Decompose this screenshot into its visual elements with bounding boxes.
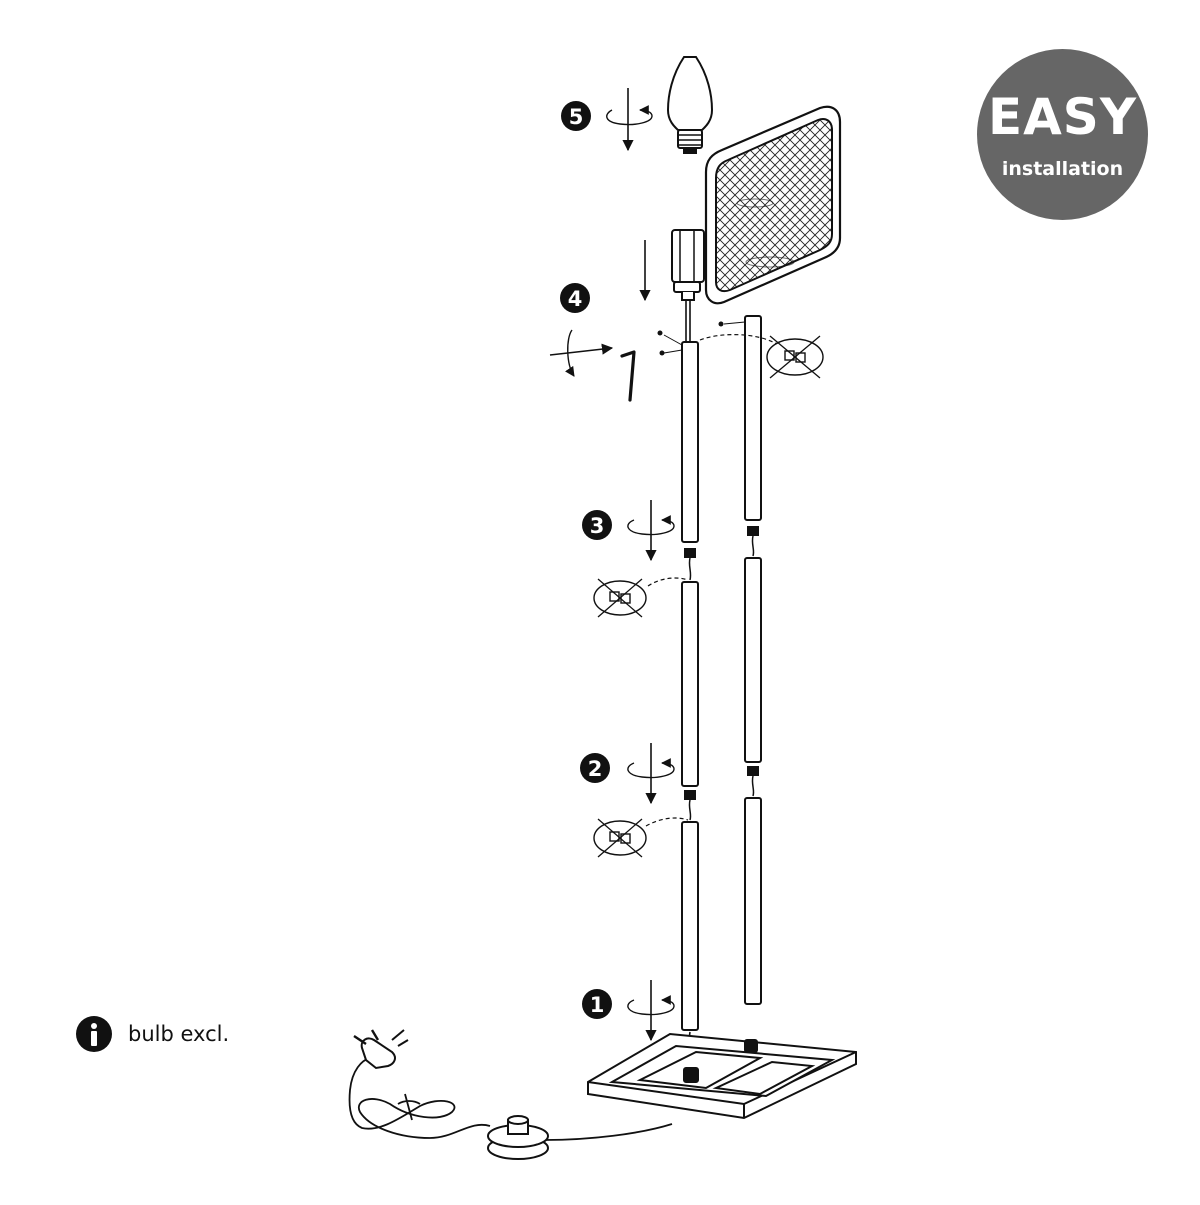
no-cable-tie-icon — [766, 335, 824, 379]
step-1-marker: 1 — [582, 980, 675, 1042]
lamp-socket — [671, 229, 705, 342]
mesh-shade — [704, 105, 842, 305]
svg-text:3: 3 — [590, 514, 605, 538]
right-pole — [744, 315, 762, 1005]
info-icon — [76, 1016, 112, 1052]
euro-plug — [353, 1029, 409, 1070]
badge-title: EASY — [987, 88, 1138, 146]
bulb-note-text: bulb excl. — [128, 1022, 230, 1046]
lamp-base — [587, 1032, 857, 1120]
step-4-marker: 4 — [549, 240, 781, 402]
bulb-note: bulb excl. — [76, 1016, 229, 1052]
svg-text:4: 4 — [568, 287, 583, 311]
svg-text:2: 2 — [588, 757, 603, 781]
bulb — [666, 56, 714, 154]
easy-installation-badge: EASY installation — [977, 49, 1148, 220]
left-pole — [681, 341, 699, 1069]
step-5-marker: 5 — [561, 88, 653, 152]
badge-subtitle: installation — [1001, 158, 1124, 180]
power-cable — [348, 1057, 673, 1141]
step-2-marker: 2 — [580, 743, 689, 827]
step-3-marker: 3 — [582, 500, 689, 587]
no-cable-tie-icon — [593, 818, 647, 858]
no-cable-tie-icon — [593, 578, 647, 618]
svg-text:5: 5 — [569, 105, 584, 129]
svg-text:1: 1 — [590, 993, 605, 1017]
foot-switch — [487, 1115, 549, 1160]
